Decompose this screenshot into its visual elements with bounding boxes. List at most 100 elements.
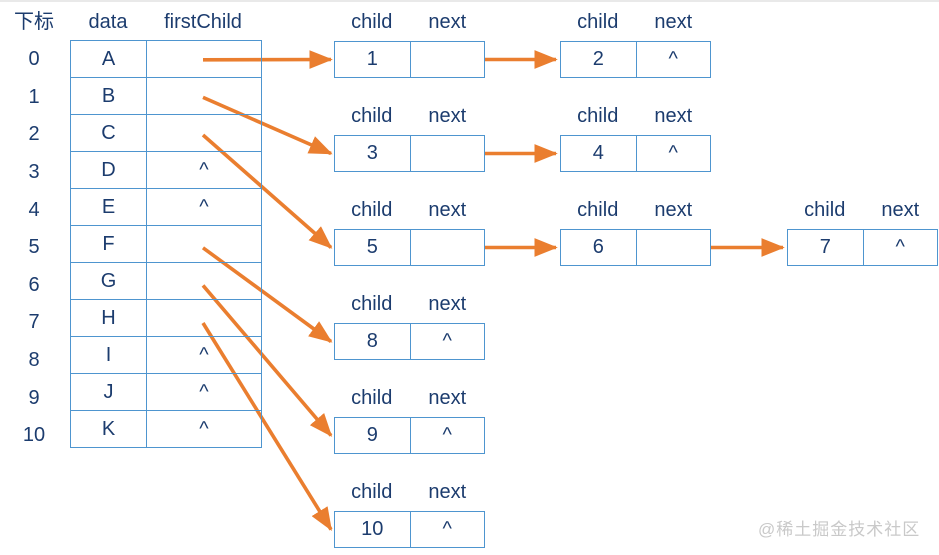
row-index-label: 6 [28, 273, 40, 296]
first-child-cell: ^ [146, 410, 262, 448]
first-child-cell [146, 262, 262, 300]
list-node: 8^ [334, 323, 485, 360]
first-child-cell: ^ [146, 151, 262, 189]
watermark: @稀土掘金技术社区 [758, 520, 921, 539]
row-index-label: 5 [28, 236, 40, 259]
table-row: F [70, 225, 262, 263]
next-cell [411, 42, 485, 77]
table-row: H [70, 299, 262, 337]
next-cell: ^ [442, 518, 452, 540]
list-node: 2^ [560, 41, 711, 78]
child-label: child [804, 199, 846, 221]
list-node: 5 [334, 229, 485, 266]
table-row: G [70, 262, 262, 300]
data-cell: J [70, 373, 147, 411]
child-cell: 9 [335, 418, 411, 453]
list-node: 10 ^ [334, 511, 485, 548]
child-label: child [351, 481, 393, 503]
data-cell: E [70, 188, 147, 226]
next-label: next [654, 199, 693, 221]
table-row: D^ [70, 151, 262, 189]
list-node: 3 [334, 135, 485, 172]
column-header-first_child: firstChild [164, 11, 242, 33]
next-cell: ^ [442, 424, 452, 446]
child-cell: 7 [788, 230, 864, 265]
child-label: child [577, 105, 619, 127]
child-cell: 3 [335, 136, 411, 171]
child-label: child [351, 387, 393, 409]
next-label: next [654, 11, 693, 33]
row-index-label: 2 [28, 123, 40, 146]
row-index-label: 0 [28, 48, 40, 71]
child-cell: 5 [335, 230, 411, 265]
list-node: 4^ [560, 135, 711, 172]
next-label: next [654, 105, 693, 127]
first-child-cell: ^ [146, 373, 262, 411]
first-child-cell [146, 77, 262, 115]
next-cell [411, 136, 485, 171]
data-cell: I [70, 336, 147, 374]
child-cell: 8 [335, 324, 411, 359]
row-index-label: 1 [28, 85, 40, 108]
first-child-cell [146, 114, 262, 152]
data-cell: A [70, 40, 147, 78]
table-row: C [70, 114, 262, 152]
table-row: J^ [70, 373, 262, 411]
data-cell: K [70, 410, 147, 448]
row-index-label: 9 [28, 386, 40, 409]
child-cell: 1 [335, 42, 411, 77]
child-cell: 2 [561, 42, 637, 77]
row-index-label: 7 [28, 311, 40, 334]
first-child-cell [146, 225, 262, 263]
data-cell: C [70, 114, 147, 152]
first-child-cell: ^ [146, 188, 262, 226]
child-label: child [351, 293, 393, 315]
child-label: child [351, 105, 393, 127]
child-cell: 6 [561, 230, 637, 265]
column-header-index: 下标 [14, 11, 54, 33]
data-cell: F [70, 225, 147, 263]
first-child-cell: ^ [146, 336, 262, 374]
next-label: next [428, 387, 467, 409]
row-index-label: 4 [28, 198, 40, 221]
next-cell: ^ [668, 48, 678, 70]
next-cell: ^ [668, 142, 678, 164]
list-node: 1 [334, 41, 485, 78]
row-index-label: 8 [28, 349, 40, 372]
first-child-cell [146, 299, 262, 337]
row-index-label: 3 [28, 161, 40, 184]
first-child-cell [146, 40, 262, 78]
column-header-data: data [88, 11, 128, 33]
child-label: child [577, 199, 619, 221]
next-label: next [428, 293, 467, 315]
list-node: 7^ [787, 229, 938, 266]
next-label: next [428, 105, 467, 127]
next-label: next [428, 481, 467, 503]
data-cell: G [70, 262, 147, 300]
child-cell: 10 [335, 512, 411, 547]
list-node: 6 [560, 229, 711, 266]
next-label: next [881, 199, 920, 221]
list-node: 9^ [334, 417, 485, 454]
row-index-label: 10 [22, 424, 46, 447]
next-cell: ^ [895, 236, 905, 258]
next-cell: ^ [442, 330, 452, 352]
child-label: child [577, 11, 619, 33]
next-label: next [428, 11, 467, 33]
table-row: B [70, 77, 262, 115]
next-cell [411, 230, 485, 265]
top-border-strip [0, 0, 939, 2]
data-cell: D [70, 151, 147, 189]
table-row: K^ [70, 410, 262, 448]
table-row: E^ [70, 188, 262, 226]
child-label: child [351, 199, 393, 221]
data-cell: B [70, 77, 147, 115]
next-label: next [428, 199, 467, 221]
child-cell: 4 [561, 136, 637, 171]
data-cell: H [70, 299, 147, 337]
next-cell [637, 230, 711, 265]
table-row: I^ [70, 336, 262, 374]
table-row: A [70, 40, 262, 78]
